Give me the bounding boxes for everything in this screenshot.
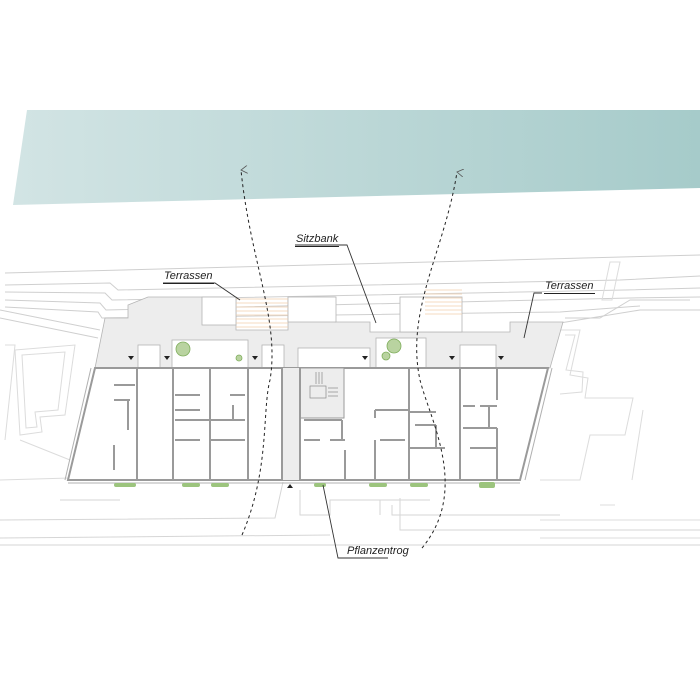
terrace-decking [236,289,462,328]
stair-core-corridor [282,368,300,480]
context-lines-bottom [0,481,700,546]
entrance-markers [128,356,504,488]
view-axis-arrows [241,170,457,549]
label-pflanzentrog: Pflanzentrog [347,545,409,557]
trees [175,338,402,362]
label-terrassen-left: Terrassen [163,270,214,284]
planters [114,482,495,488]
context-building-left [0,344,76,481]
interior-walls [113,368,498,480]
label-sitzbank: Sitzbank [295,233,340,247]
stair-icon [309,372,338,399]
context-building-right [540,261,700,546]
water-body [13,110,700,205]
facade-lines [64,367,553,484]
context-lines-top [0,254,700,339]
terrace-cutouts [137,296,497,369]
label-terrassen-right: Terrassen [544,280,595,294]
